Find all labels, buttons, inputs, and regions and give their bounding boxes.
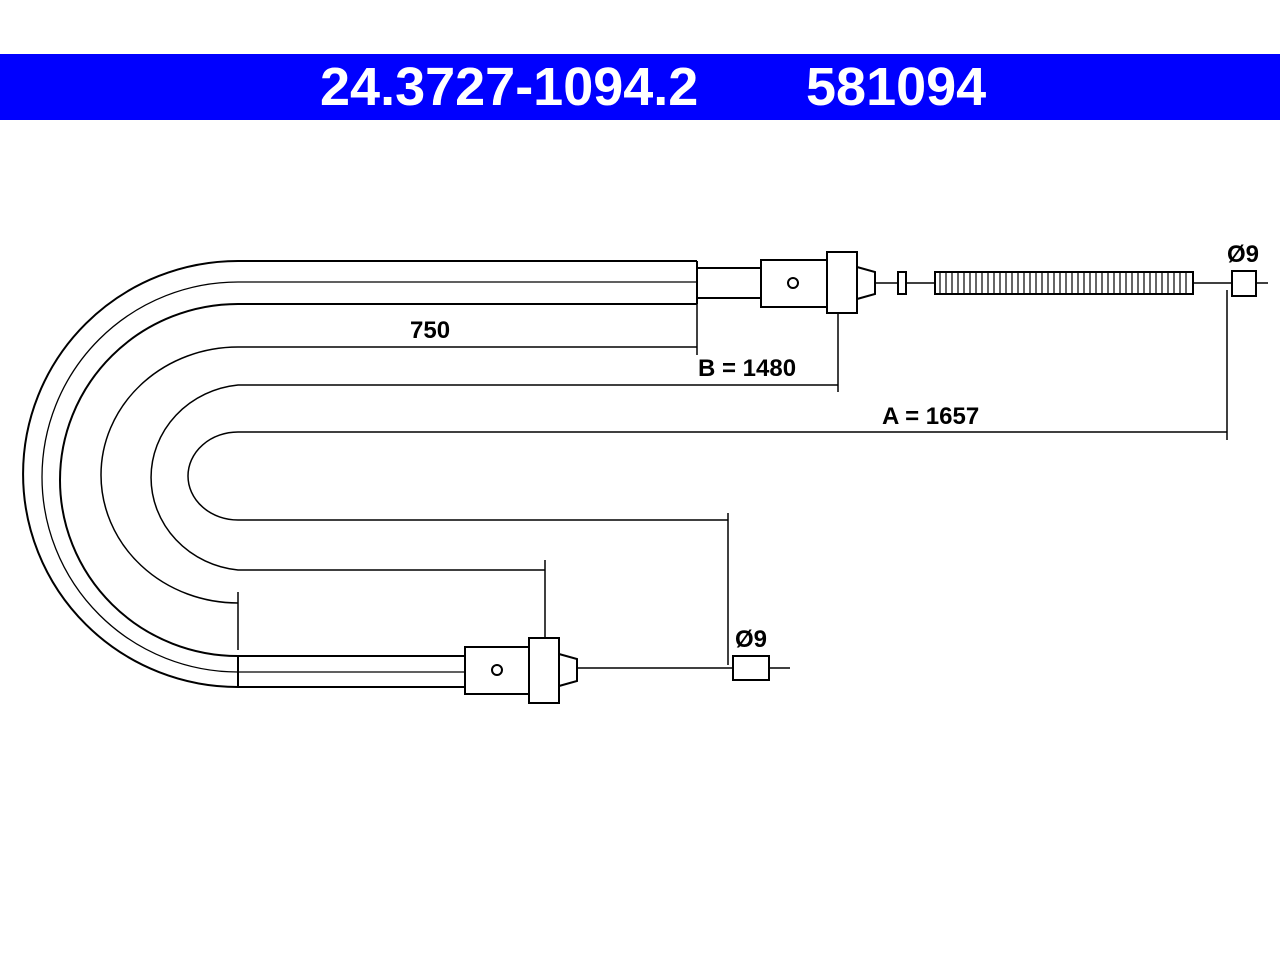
top-sleeve <box>897 271 907 295</box>
dim-line-750 <box>100 346 697 604</box>
dim-line-b <box>150 384 838 571</box>
dimension-label-a: A = 1657 <box>882 403 979 430</box>
dimension-label-b: B = 1480 <box>698 355 796 382</box>
diameter-label-top: Ø9 <box>1227 241 1259 268</box>
bottom-end-nipple <box>732 655 770 681</box>
bottom-fitting <box>464 637 790 704</box>
sheath-outer-line <box>22 260 697 688</box>
bottom-taper <box>558 652 578 688</box>
spring-coil-path <box>939 272 1187 294</box>
dimension-label-750: 750 <box>410 317 450 344</box>
top-collar <box>826 251 858 314</box>
top-ferrule <box>696 267 762 299</box>
top-spring <box>934 271 1194 295</box>
header-bar <box>0 54 1280 120</box>
top-taper <box>856 265 876 301</box>
dim-line-a <box>187 431 1227 521</box>
part-number-secondary: 581094 <box>806 57 987 117</box>
bottom-collar <box>528 637 560 704</box>
sheath-center-line <box>41 281 697 673</box>
dimension-lines <box>100 290 1228 665</box>
top-nut-hole <box>787 277 799 289</box>
cable-sheath <box>22 260 698 688</box>
bottom-nut-hole <box>491 664 503 676</box>
part-number-primary: 24.3727-1094.2 <box>320 57 699 117</box>
sheath-inner-line <box>59 303 697 657</box>
top-end-nipple <box>1231 270 1257 297</box>
spring-coils <box>939 272 1187 294</box>
diameter-label-bottom: Ø9 <box>735 626 767 653</box>
